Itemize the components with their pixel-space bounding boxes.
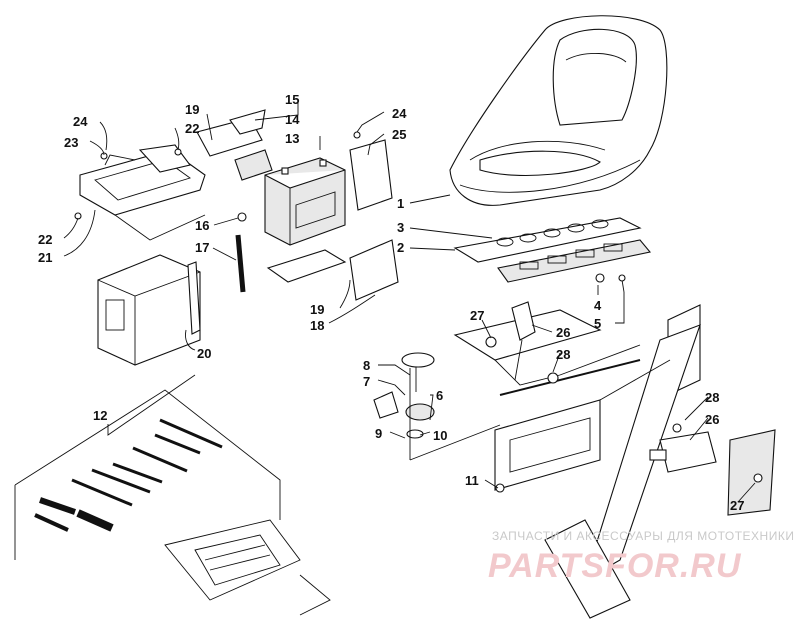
callout-25: 25 — [392, 127, 406, 142]
battery-cover — [349, 131, 393, 211]
callout-18: 18 — [310, 318, 324, 333]
callout-28-right: 28 — [705, 390, 719, 405]
callout-24-right: 24 — [392, 106, 407, 121]
callout-2: 2 — [397, 240, 404, 255]
callout-22-top: 22 — [185, 121, 199, 136]
callout-1: 1 — [397, 196, 404, 211]
callout-9: 9 — [375, 426, 382, 441]
watermark: ЗАПЧАСТИ И АКСЕССУАРЫ ДЛЯ МОТОТЕХНИКИ PA… — [488, 529, 794, 585]
callout-19-bottom: 19 — [310, 302, 324, 317]
callout-22-left: 22 — [38, 232, 52, 247]
callout-21: 21 — [38, 250, 52, 265]
callout-17: 17 — [195, 240, 209, 255]
strap-rod — [235, 212, 247, 293]
seat — [449, 15, 668, 206]
callout-8: 8 — [363, 358, 370, 373]
callout-27-upper: 27 — [470, 308, 484, 323]
seat-belt-buckle-right — [649, 423, 776, 516]
callout-23: 23 — [64, 135, 78, 150]
seat-base-plate — [453, 217, 652, 283]
battery — [264, 157, 346, 246]
callout-12: 12 — [93, 408, 107, 423]
callout-24-left: 24 — [73, 114, 88, 129]
callout-26-upper: 26 — [556, 325, 570, 340]
callout-14: 14 — [285, 112, 300, 127]
callout-5: 5 — [594, 316, 601, 331]
seat-latch-assembly — [373, 352, 435, 439]
callout-13: 13 — [285, 131, 299, 146]
callout-19-top: 19 — [185, 102, 199, 117]
callout-3: 3 — [397, 220, 404, 235]
seat-belt-buckle — [485, 301, 559, 384]
callout-16: 16 — [195, 218, 209, 233]
callout-11: 11 — [465, 473, 479, 488]
watermark-logo: PARTSFOR.RU — [488, 547, 742, 585]
callout-7: 7 — [363, 374, 370, 389]
callout-27-right: 27 — [730, 498, 744, 513]
callout-10: 10 — [433, 428, 447, 443]
bolt-nut-4-5 — [595, 273, 626, 293]
battery-box — [97, 254, 201, 366]
leader-lines — [63, 102, 756, 503]
callout-28-upper: 28 — [556, 347, 570, 362]
callout-4: 4 — [594, 298, 602, 313]
callout-20: 20 — [197, 346, 211, 361]
callout-labels: 1 3 2 4 5 8 7 6 9 10 11 12 13 14 15 19 2… — [38, 92, 744, 513]
callout-26-right: 26 — [705, 412, 719, 427]
battery-tray — [74, 144, 206, 241]
callout-15: 15 — [285, 92, 299, 107]
watermark-caption: ЗАПЧАСТИ И АКСЕССУАРЫ ДЛЯ МОТОТЕХНИКИ — [492, 529, 794, 543]
frame-bolt-11 — [495, 483, 505, 493]
callout-6: 6 — [436, 388, 443, 403]
tool-kit — [14, 389, 331, 616]
battery-pads — [196, 109, 399, 301]
